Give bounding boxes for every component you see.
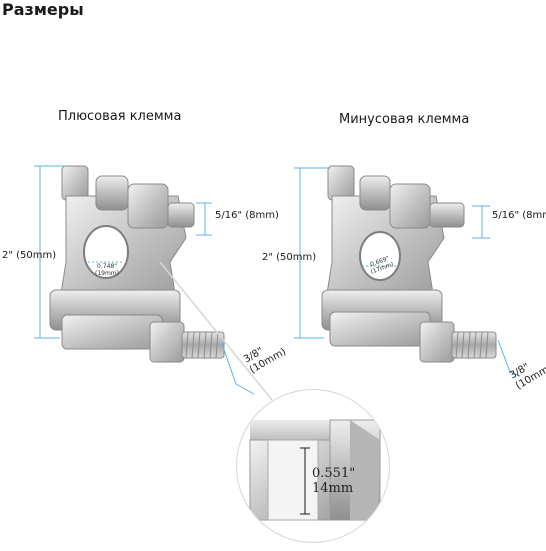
plus-terminal-illustration bbox=[49, 165, 225, 363]
detail-dimension: 0.551" 14mm bbox=[312, 466, 355, 496]
minus-bolt-dimension: 5/16" (8mm) bbox=[492, 210, 546, 221]
plus-hole-dim-mm: (19mm) bbox=[94, 270, 119, 277]
minus-height-dimension: 2" (50mm) bbox=[262, 252, 317, 263]
plus-hole-dim-inch: 0.748" bbox=[97, 263, 117, 270]
zoom-detail bbox=[236, 389, 390, 543]
plus-hole-dimension: 0.748" (19mm) bbox=[90, 263, 124, 277]
detail-dim-mm: 14mm bbox=[312, 481, 354, 496]
plus-height-dimension: 2" (50mm) bbox=[2, 250, 57, 261]
minus-dimension-lines bbox=[294, 167, 521, 377]
plus-bolt-dimension: 5/16" (8mm) bbox=[215, 210, 279, 221]
plus-terminal-label: Плюсовая клемма bbox=[58, 109, 182, 124]
minus-terminal-illustration bbox=[321, 165, 497, 363]
detail-dim-inch: 0.551" bbox=[312, 466, 356, 481]
minus-terminal-label: Минусовая клемма bbox=[339, 112, 470, 127]
plus-dimension-lines bbox=[34, 165, 273, 401]
page-title: Размеры bbox=[2, 0, 84, 19]
